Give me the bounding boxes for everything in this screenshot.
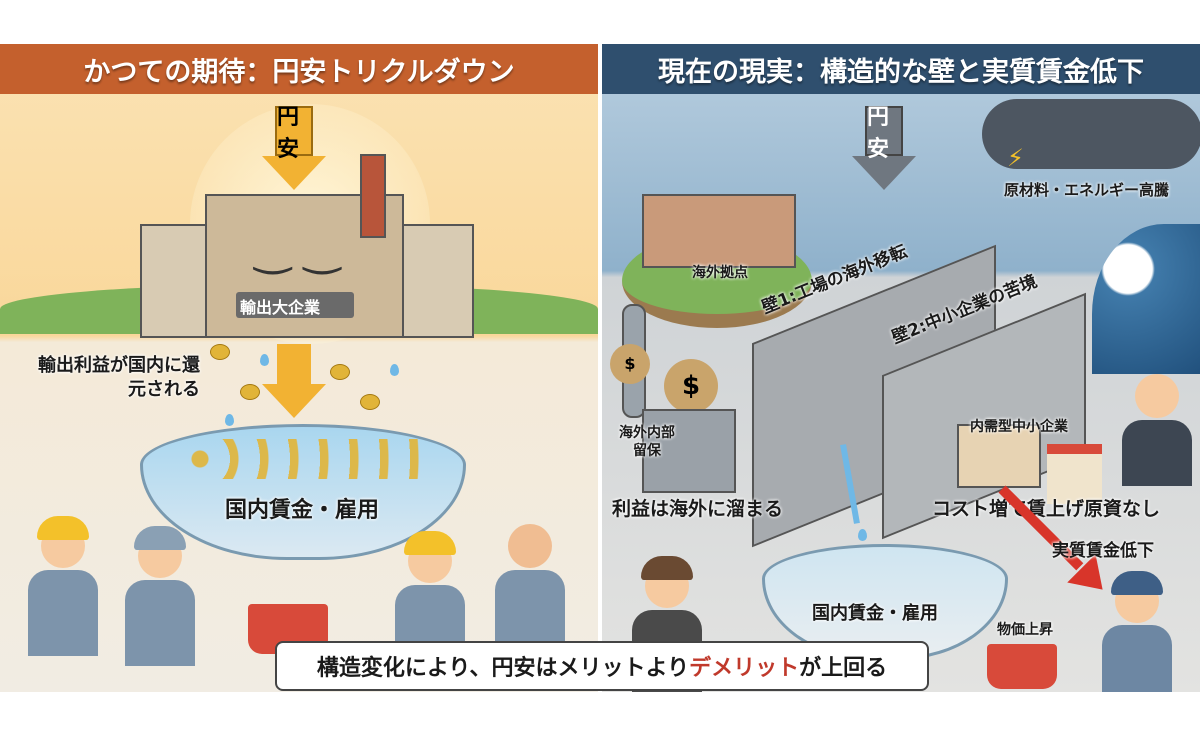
basin-label: 国内賃金・雇用 [225, 498, 380, 523]
water-drop [858, 529, 867, 541]
left-panel-title: かつての期待：円安トリクルダウン [0, 44, 598, 94]
factory-sign [236, 292, 354, 318]
factory-chimney [360, 154, 386, 238]
yen-down-arrow: 円安 [852, 105, 916, 190]
yen-arrow-label: 円安 [865, 105, 903, 162]
conclusion-highlight: デメリット [689, 656, 800, 681]
yen-coin [330, 364, 350, 380]
worker-cheering [495, 524, 565, 656]
right-panel-title: 現在の現実：構造的な壁と実質賃金低下 [602, 44, 1200, 94]
basin-label: 国内賃金・雇用 [812, 603, 938, 624]
right-panel-reality: 現在の現実：構造的な壁と実質賃金低下 ⚡ 原材料・エネルギー高騰 円安 海外拠点… [602, 44, 1200, 692]
storm-label: 原材料・エネルギー高騰 [1004, 181, 1170, 199]
conclusion-banner: 構造変化により、円安はメリットよりデメリットが上回る [275, 641, 929, 691]
domestic-sme-label: 内需型中小企業 [970, 419, 1068, 435]
cost-caption: コスト増で賃上げ原資なし [932, 498, 1161, 520]
left-panel-expectation: かつての期待：円安トリクルダウン ‿ ‿ 輸出大企業 円安 輸出利益が国内に還元… [0, 44, 598, 692]
flow-caption: 輸出利益が国内に還元される [38, 355, 200, 400]
water-drop [390, 364, 399, 376]
water-drop [260, 354, 269, 366]
empty-basin [762, 544, 1008, 660]
money-bag-icon: $ [664, 359, 718, 413]
water-drop [225, 414, 234, 426]
tsunami-wave [1092, 224, 1200, 374]
factory-label: 輸出大企業 [240, 298, 321, 317]
shop-front [1047, 444, 1102, 504]
profit-caption: 利益は海外に溜まる [612, 498, 784, 520]
worker-helmet [28, 516, 98, 656]
flow-down-arrow [262, 344, 326, 418]
sme-house [957, 424, 1041, 488]
conclusion-prefix: 構造変化により、円安はメリットより [316, 656, 690, 681]
money-bag-icon: $ [610, 344, 650, 384]
smile-face: ‿ ‿ [255, 224, 340, 275]
sad-worker [1102, 571, 1172, 692]
lightning-icon: ⚡ [1007, 144, 1024, 172]
conclusion-suffix: が上回る [799, 656, 888, 681]
yen-coin [360, 394, 380, 410]
worker-cap [125, 526, 195, 666]
safe-label: 海外内部留保 [619, 425, 675, 459]
basin-coins [180, 439, 420, 479]
safe-box [642, 409, 736, 493]
yen-down-arrow: 円安 [262, 105, 326, 190]
worried-businessman [1122, 374, 1192, 486]
real-wage-label: 実質賃金低下 [1052, 541, 1154, 561]
price-label: 物価上昇 [997, 622, 1053, 638]
island-label: 海外拠点 [692, 265, 748, 281]
yen-coin [210, 344, 230, 360]
yen-coin [240, 384, 260, 400]
shopping-basket [987, 644, 1057, 689]
overseas-factory [642, 194, 796, 268]
yen-arrow-label: 円安 [275, 105, 313, 162]
storm-clouds [982, 99, 1200, 169]
